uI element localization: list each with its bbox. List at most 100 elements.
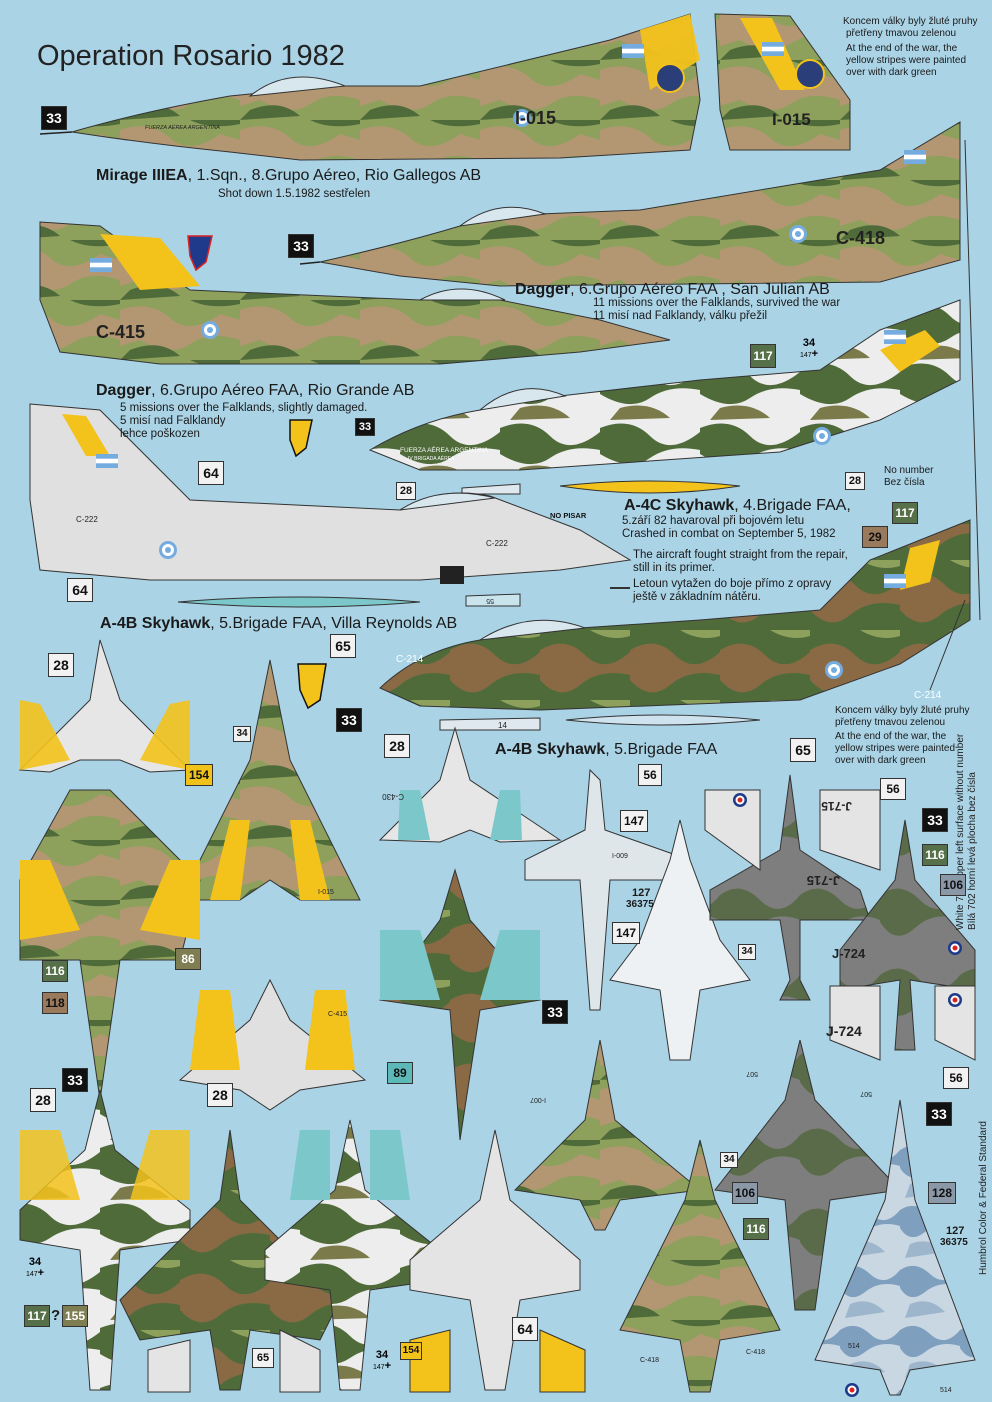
note-mid-cz-2: přetřeny tmavou zelenou	[835, 717, 946, 728]
paint-code-badge: 116	[922, 844, 948, 866]
paint-code-badge: 28	[207, 1083, 233, 1107]
note-mid-en-1: At the end of the war, the	[835, 731, 947, 742]
dagger-topside-teal	[379, 868, 541, 1141]
mirage-tail-serial: I-015	[772, 110, 811, 129]
hunter-topside: J-715	[709, 774, 871, 1001]
paint-code-badge: 64	[67, 578, 93, 602]
a4c-line-1: 5.září 82 havaroval při bojovém letu	[622, 515, 805, 527]
a4c-topside-camo	[19, 1089, 191, 1391]
paint-code-badge: 33	[355, 418, 375, 436]
mirage-fate: Shot down 1.5.1982 sestřelen	[218, 188, 371, 200]
mirage-blue-topside: 514 514	[814, 1099, 976, 1397]
dagger1-caption-name: Dagger	[515, 281, 571, 298]
hunter-wing-lower: J-724	[826, 985, 976, 1061]
paint-code-badge: 64	[512, 1317, 538, 1341]
dagger1-serial: C-418	[836, 228, 885, 248]
note-mid-cz-1: Koncem války byly žluté pruhy	[835, 705, 970, 716]
paint-code-badge: 28	[396, 482, 416, 500]
hunter-underside: J-724	[832, 819, 976, 1051]
a4c-caption-unit: , 4.Brigade FAA,	[734, 497, 851, 514]
pucara-topside: I-009	[524, 768, 691, 1011]
page-title: Operation Rosario 1982	[37, 40, 345, 72]
a4b2-caption-unit: , 5.Brigade FAA	[605, 741, 718, 758]
a4c-skyhawk-profile: FUERZA AÉREA ARGENTINA IV BRIGADA AÉREA …	[289, 299, 961, 520]
a4b2-tank-number: 14	[498, 721, 507, 730]
hunter-serial-1: J-715	[807, 873, 840, 888]
a4b1-serial-tail: C-222	[76, 515, 98, 524]
mirage2-serial: I-007	[530, 1096, 546, 1103]
hunter-serial-3: J-724	[826, 1023, 862, 1039]
paint-code-badge: 33	[926, 1102, 952, 1126]
a4b-c214-profile: C-214 C-214 14	[297, 519, 971, 731]
dagger-c415-profile: C-415	[39, 221, 671, 365]
a4c-nose-text-1: FUERZA AÉREA ARGENTINA	[400, 445, 489, 454]
paint-code-badge: 56	[880, 778, 906, 800]
mirage-underside-delta	[18, 639, 192, 773]
a4c-line-2: Crashed in combat on September 5, 1982	[622, 528, 836, 540]
leader-lines	[610, 139, 981, 691]
hunter-serial-2: J-724	[832, 946, 866, 961]
paint-code-badge: 34	[720, 1152, 738, 1168]
paint-code-badge: 33	[922, 808, 948, 832]
dagger-grey-serial-2: 507	[860, 1090, 872, 1097]
paint-code-badge: 155	[62, 1305, 88, 1327]
a4b1-caption: A-4B Skyhawk, 5.Brigade FAA, Villa Reyno…	[100, 615, 457, 633]
a4-underside-white	[409, 1129, 581, 1391]
paint-code-badge: 154	[185, 764, 213, 786]
paint-code-label: 127	[632, 887, 651, 899]
uncertain-marker: ?	[51, 1307, 61, 1324]
paint-code-badge: 64	[198, 461, 224, 485]
paint-code-badge: 33	[336, 708, 362, 732]
paint-code-badge: 28	[48, 653, 74, 677]
a4b1-serial-nose: C-222	[486, 539, 508, 548]
paint-code-badge: 65	[330, 634, 356, 658]
paint-code-badge: 29	[862, 526, 888, 548]
mixed-code-main: 34	[375, 1349, 389, 1361]
a4c-no-number-cz: Bez čísla	[884, 477, 925, 488]
paint-code-badge: 86	[175, 948, 201, 970]
mirage-topside-camo-2: I-007	[513, 1039, 702, 1231]
a4b1-repair-3: Letoun vytažen do boje přímo z opravy	[633, 578, 832, 590]
a4c-no-number-en: No number	[884, 465, 934, 476]
dagger-c418-profile: C-418	[299, 121, 961, 287]
mirage-blue-serial-1: 514	[848, 1343, 860, 1350]
paint-code-badge: 154	[400, 1342, 422, 1360]
white702-note-en: White 702 upper left surface without num…	[955, 733, 966, 930]
a4b-c222-profile: C-222 C-222 55	[29, 403, 632, 608]
dagger2-line-1: 5 missions over the Falklands, slightly …	[120, 402, 368, 414]
dagger-grey-serial-1: 507	[746, 1070, 758, 1077]
trainer-underside	[609, 819, 751, 1061]
paint-code-label: 36375	[940, 1237, 968, 1248]
a4c-caption: A-4C Skyhawk, 4.Brigade FAA,	[624, 497, 851, 515]
dagger1-line-2: 11 misí nad Falklandy, válku přežil	[593, 310, 768, 322]
dagger-serial-lower-2: C-418	[640, 1357, 659, 1364]
pucara-serial: I-009	[612, 853, 628, 860]
paint-code-badge: 65	[790, 738, 816, 762]
mirage-caption-unit: , 1.Sqn., 8.Grupo Aéreo, Rio Gallegos AB	[187, 167, 482, 184]
standard-note: Humbrol Color & Federal Standard	[978, 1121, 989, 1275]
dagger2-line-2: 5 misí nad Falklandy	[120, 415, 226, 427]
dagger1-caption-unit: , 6.Grupo Aéreo FAA , San Julian AB	[570, 281, 830, 298]
a4c-planform-serial: C-415	[328, 1011, 347, 1018]
paint-code-badge: 34	[738, 944, 756, 960]
paint-code-badge: 117	[750, 344, 776, 368]
a4b2-caption: A-4B Skyhawk, 5.Brigade FAA	[495, 741, 717, 759]
paint-code-badge: 147	[612, 922, 640, 944]
a4b-topside-wings	[19, 789, 201, 1101]
note-top-cz-2: přetřeny tmavou zelenou	[846, 28, 957, 39]
a4b-topside-teal	[264, 1119, 441, 1391]
paint-code-badge: 33	[288, 234, 314, 258]
note-top-en-3: over with dark green	[846, 67, 937, 78]
a4c-underside-delta: C-415	[178, 978, 367, 1111]
dagger2-caption-name: Dagger	[96, 382, 152, 399]
a4b1-caption-unit: , 5.Brigade FAA, Villa Reynolds AB	[210, 615, 458, 632]
paint-code-badge: 116	[42, 960, 68, 982]
paint-code-badge: 33	[41, 106, 67, 130]
paint-code-label: 36375	[626, 899, 654, 910]
mirage-nose-text: FUERZA AÉREA ARGENTINA	[145, 124, 220, 131]
a4b1-caption-name: A-4B Skyhawk	[100, 615, 211, 632]
mirage-side-profile: FUERZA AÉREA ARGENTINA I-015	[39, 13, 701, 161]
